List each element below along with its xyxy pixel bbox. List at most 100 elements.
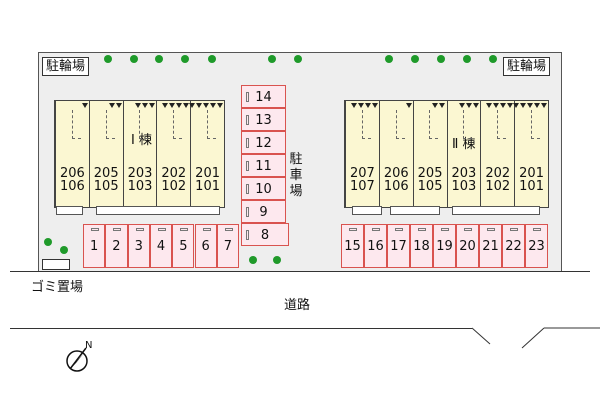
unit-number-upper: 206: [383, 166, 409, 181]
parking-space-number: 18: [413, 239, 430, 254]
parking-space-number: 20: [459, 239, 476, 254]
unit-number-upper: 202: [485, 166, 511, 181]
entrance-icon: [405, 103, 412, 108]
car-stop-mark: [246, 138, 249, 148]
entrance-icon: [473, 103, 480, 108]
entrance-icon: [350, 103, 357, 108]
stair-outline: [530, 110, 540, 139]
entrance-icon: [108, 103, 115, 108]
parking-space: 11: [241, 154, 286, 177]
building-2-name: Ⅱ 棟: [452, 137, 476, 152]
entrance-icon: [162, 103, 169, 108]
parking-space-number: 2: [112, 239, 121, 254]
parking-space-number: 16: [367, 239, 384, 254]
parking-label: 駐 車 場: [289, 152, 303, 200]
unit-number-upper: 201: [195, 166, 220, 181]
car-stop-mark: [246, 161, 249, 171]
tree-icon: [385, 55, 393, 63]
car-stop-mark: [395, 228, 403, 231]
parking-space: 21: [479, 224, 502, 268]
bicycle-parking-left-label: 駐輪場: [42, 57, 90, 76]
stair-outline: [463, 110, 473, 139]
parking-space: 4: [149, 224, 173, 268]
garbage-box: [42, 259, 70, 270]
road-edge-top: [10, 271, 590, 272]
unit-number-lower: 107: [350, 179, 375, 194]
road-edge-bottom: [10, 328, 472, 329]
parking-space-number: 17: [390, 239, 407, 254]
parking-space-number: 15: [344, 239, 361, 254]
car-stop-mark: [246, 115, 249, 125]
unit-number-upper: 203: [127, 166, 153, 181]
stair-outline: [361, 110, 371, 139]
parking-space: 14: [241, 85, 286, 108]
parking-space-number: 3: [134, 239, 143, 254]
entrance-icon: [533, 103, 540, 108]
parking-space-number: 10: [255, 182, 272, 197]
entrance-icon: [371, 103, 378, 108]
unit-number-upper: 202: [161, 166, 187, 181]
car-stop-mark: [135, 228, 144, 231]
car-stop-mark: [180, 228, 189, 231]
parking-space: 1: [83, 224, 106, 268]
road-label: 道路: [284, 298, 311, 313]
unit-number-lower: 101: [195, 179, 220, 194]
parking-space: 13: [241, 108, 286, 131]
entrance-icon: [513, 103, 519, 108]
parking-space: 7: [216, 224, 240, 268]
car-stop-mark: [510, 228, 518, 231]
entrance-icon: [202, 103, 209, 108]
road-corner: [471, 327, 600, 349]
entrance-icon: [216, 103, 223, 108]
compass-north-label: N: [85, 340, 92, 351]
parking-space: 23: [525, 224, 548, 268]
unit-number-lower: 106: [383, 179, 409, 194]
car-stop-mark: [113, 228, 122, 231]
stair-outline: [173, 110, 183, 139]
unit-number-upper: 205: [93, 166, 119, 181]
car-stop-mark: [441, 228, 449, 231]
stair-outline: [71, 110, 81, 139]
parking-space-number: 13: [255, 113, 272, 128]
stair-outline: [206, 110, 216, 139]
parking-space: 19: [433, 224, 456, 268]
balcony: [56, 206, 83, 215]
stair-outline: [105, 110, 115, 139]
tree-icon: [411, 55, 419, 63]
parking-space: 17: [387, 224, 410, 268]
parking-space: 9: [241, 200, 286, 223]
parking-space-number: 12: [255, 136, 272, 151]
car-stop-mark: [246, 92, 249, 102]
unit-number-lower: 105: [417, 179, 443, 194]
car-stop-mark: [418, 228, 426, 231]
tree-icon: [155, 55, 163, 63]
parking-space: 8: [241, 223, 289, 246]
unit-number-lower: 103: [451, 179, 477, 194]
tree-icon: [181, 55, 189, 63]
parking-space-number: 9: [259, 205, 268, 220]
balcony: [390, 206, 440, 215]
entrance-icon: [493, 103, 500, 108]
building-1-name: I 棟: [131, 133, 152, 148]
car-stop-mark: [246, 184, 249, 194]
entrance-icon: [115, 103, 122, 108]
car-stop-mark: [464, 228, 472, 231]
entrance-icon: [135, 103, 142, 108]
tree-icon: [294, 55, 302, 63]
car-stop-mark: [487, 228, 495, 231]
parking-label-char: 車: [289, 168, 303, 183]
parking-space-number: 11: [255, 159, 272, 174]
stair-outline: [429, 110, 439, 139]
